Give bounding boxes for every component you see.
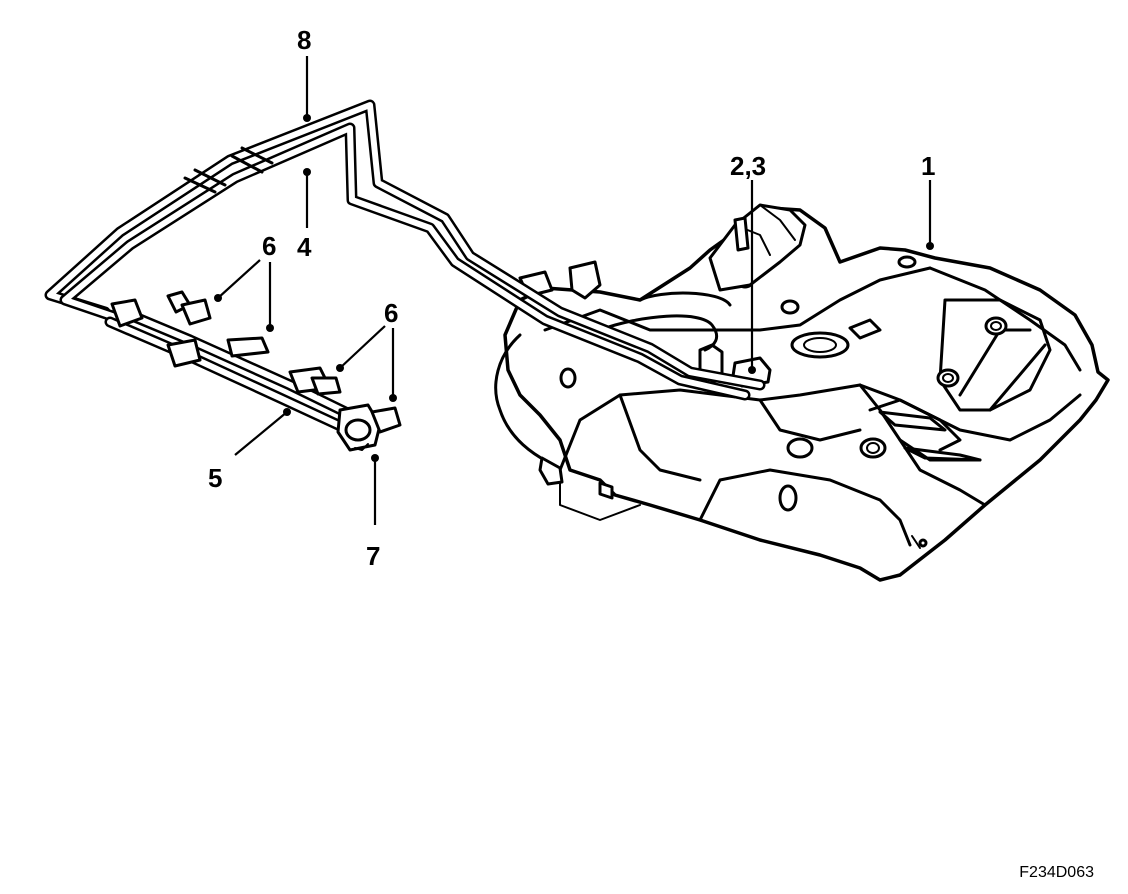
leader-lines: [214, 56, 934, 525]
callout-1: 1: [921, 151, 935, 181]
callout-2-3: 2,3: [730, 151, 766, 181]
callout-6-left: 6: [262, 231, 276, 261]
callout-4: 4: [297, 232, 312, 262]
fuel-line-8: [44, 99, 766, 391]
line-break-marks: [183, 146, 274, 194]
fuel-line-4: [59, 122, 751, 401]
callout-5: 5: [208, 463, 222, 493]
figure-code: F234D063: [1019, 864, 1094, 881]
callout-6-right: 6: [384, 298, 398, 328]
fuel-tank: [494, 203, 1110, 582]
callout-8: 8: [297, 25, 311, 55]
fuel-filter-assembly: [104, 290, 402, 452]
callout-7: 7: [366, 541, 380, 571]
